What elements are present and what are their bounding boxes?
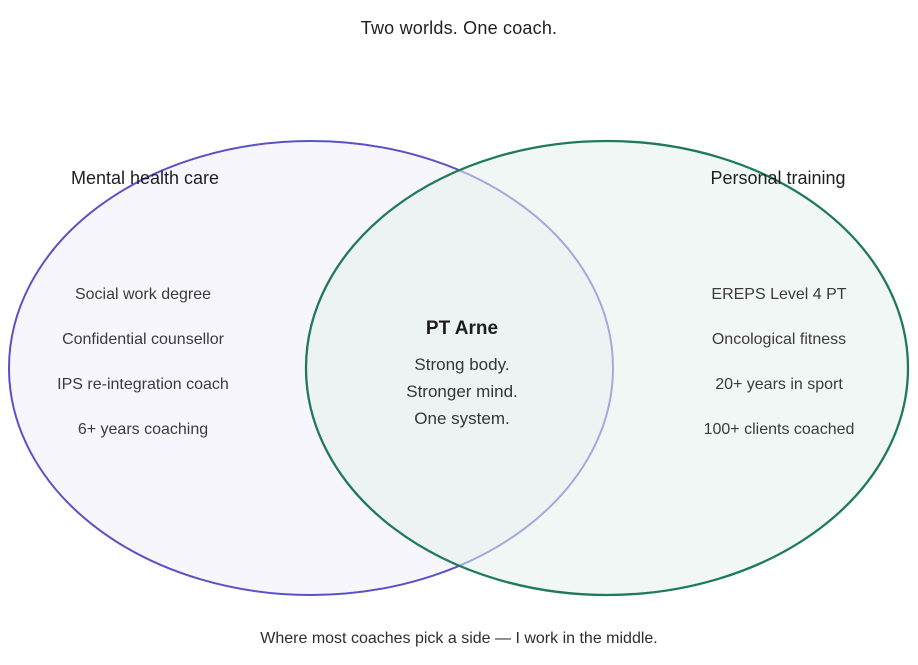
- right-circle-label: Personal training: [710, 168, 846, 188]
- diagram-title: Two worlds. One coach.: [360, 18, 558, 38]
- list-item: 6+ years coaching: [77, 421, 209, 438]
- list-item: Confidential counsellor: [62, 331, 224, 348]
- left-circle-items: Social work degree Confidential counsell…: [0, 272, 286, 452]
- personal-training-circle-outline: [304, 139, 910, 597]
- overlap-section: PT Arne Strong body. Stronger mind. One …: [342, 316, 582, 432]
- overlap-line: Stronger mind.: [406, 382, 518, 401]
- list-item: 100+ clients coached: [703, 421, 855, 438]
- right-circle-items: EREPS Level 4 PT Oncological fitness 20+…: [636, 272, 918, 452]
- overlap-line: One system.: [414, 409, 510, 428]
- list-item: Social work degree: [74, 286, 212, 303]
- list-item: Oncological fitness: [711, 331, 847, 348]
- list-item: 20+ years in sport: [715, 376, 843, 393]
- overlap-line: Strong body.: [414, 355, 510, 374]
- overlap-title: PT Arne: [425, 318, 499, 339]
- diagram-footer: Where most coaches pick a side — I work …: [260, 630, 658, 647]
- personal-training-circle: [306, 141, 908, 595]
- list-item: IPS re-integration coach: [57, 376, 229, 393]
- left-circle-label: Mental health care: [70, 168, 220, 188]
- list-item: EREPS Level 4 PT: [711, 286, 847, 303]
